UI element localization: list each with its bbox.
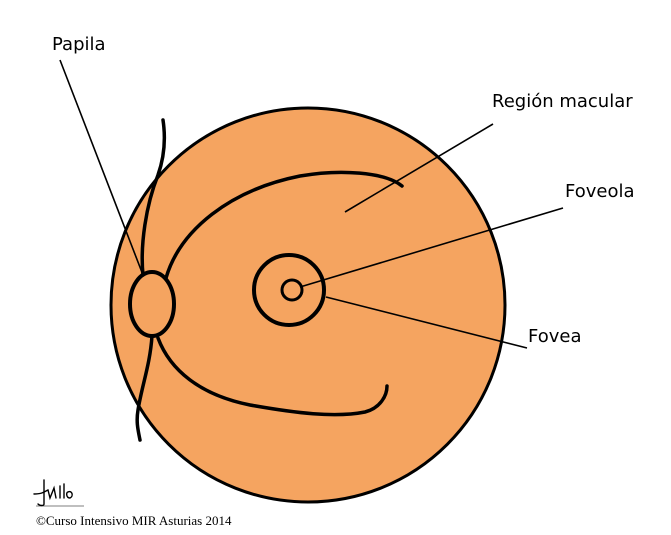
label-fovea: Fovea: [528, 328, 581, 346]
label-region-macular: Región macular: [492, 93, 633, 111]
leader-papila: [60, 60, 143, 275]
label-papila: Papila: [52, 36, 106, 54]
artist-signature: [30, 476, 90, 510]
copyright-notice: ©Curso Intensivo MIR Asturias 2014: [36, 514, 232, 527]
optic-disc: [130, 272, 174, 336]
label-foveola: Foveola: [565, 183, 635, 201]
